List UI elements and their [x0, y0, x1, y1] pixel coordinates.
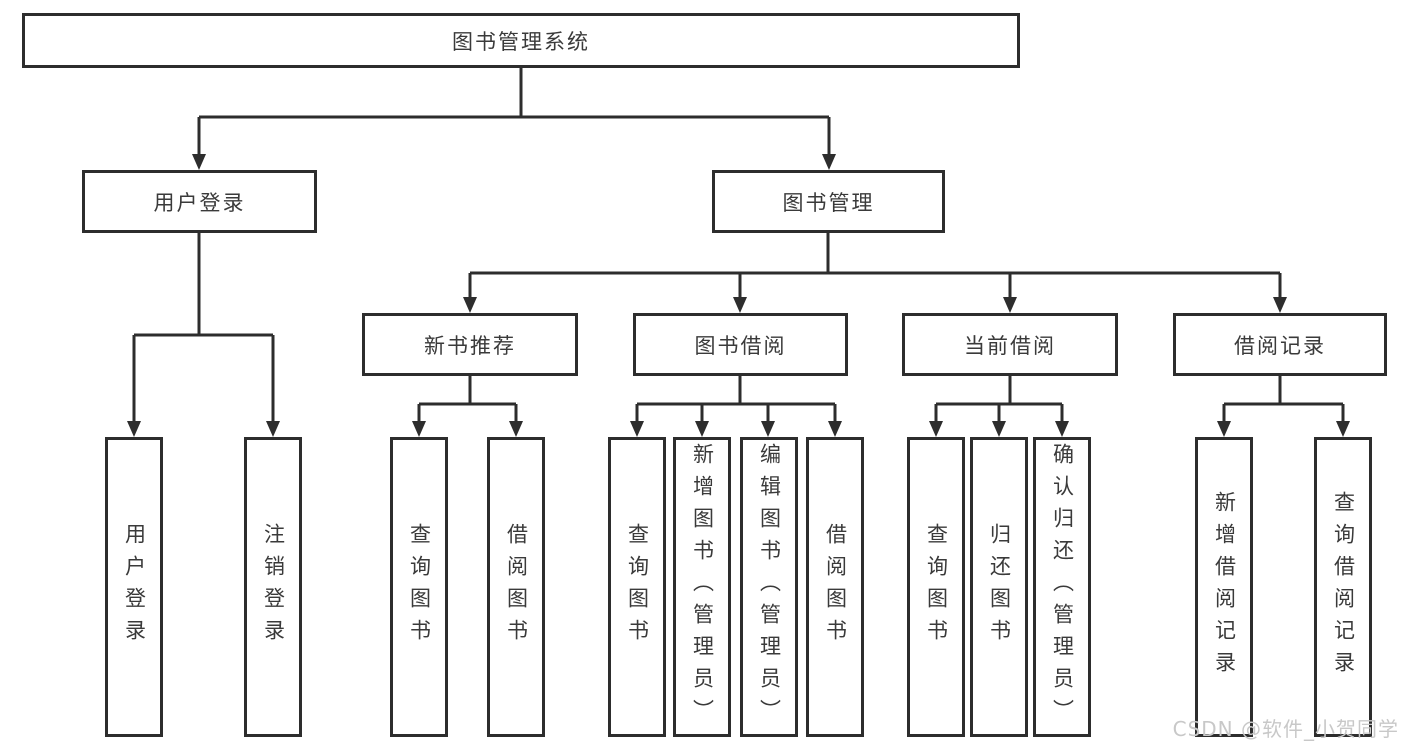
node-label: 注销登录: [261, 523, 286, 651]
node-label: 当前借阅: [964, 333, 1056, 358]
node-label: 新增借阅记录: [1212, 491, 1237, 683]
node-label: 用户登录: [153, 190, 246, 215]
node-label: 查询图书: [924, 523, 949, 651]
leaf-borrow-books-recommend: 借阅图书: [487, 437, 545, 737]
leaf-query-books-recommend: 查询图书: [390, 437, 448, 737]
node-label: 借阅图书: [504, 523, 529, 651]
leaf-query-books-current: 查询图书: [907, 437, 965, 737]
node-user-login: 用户登录: [82, 170, 317, 233]
leaf-borrow-books: 借阅图书: [806, 437, 864, 737]
node-label: 新增图书（管理员）: [690, 443, 715, 731]
node-label: 图书借阅: [694, 333, 787, 358]
leaf-logout: 注销登录: [244, 437, 302, 737]
node-label: 编辑图书（管理员）: [757, 443, 782, 731]
node-library-management-system: 图书管理系统: [22, 13, 1020, 68]
node-book-management: 图书管理: [712, 170, 945, 233]
node-label: 归还图书: [987, 523, 1012, 651]
csdn-watermark: CSDN @软件_小贺同学: [1172, 717, 1399, 741]
node-label: 图书管理: [782, 190, 875, 215]
leaf-add-borrow-record: 新增借阅记录: [1195, 437, 1253, 737]
node-book-borrowing: 图书借阅: [633, 313, 848, 376]
node-label: 用户登录: [122, 523, 147, 651]
node-label: 查询借阅记录: [1331, 491, 1356, 683]
leaf-add-books-admin: 新增图书（管理员）: [673, 437, 731, 737]
node-label: 查询图书: [407, 523, 432, 651]
node-label: 借阅图书: [823, 523, 848, 651]
node-label: 查询图书: [625, 523, 650, 651]
node-label: 图书管理系统: [452, 29, 590, 54]
leaf-return-books: 归还图书: [970, 437, 1028, 737]
leaf-query-borrow-record: 查询借阅记录: [1314, 437, 1372, 737]
node-current-borrowing: 当前借阅: [902, 313, 1118, 376]
leaf-confirm-return-admin: 确认归还（管理员）: [1033, 437, 1091, 737]
leaf-query-books: 查询图书: [608, 437, 666, 737]
leaf-user-login: 用户登录: [105, 437, 163, 737]
leaf-edit-books-admin: 编辑图书（管理员）: [740, 437, 798, 737]
node-borrowing-records: 借阅记录: [1173, 313, 1387, 376]
node-new-book-recommendation: 新书推荐: [362, 313, 578, 376]
node-label: 确认归还（管理员）: [1050, 443, 1075, 731]
node-label: 新书推荐: [424, 333, 516, 358]
node-label: 借阅记录: [1234, 333, 1326, 358]
